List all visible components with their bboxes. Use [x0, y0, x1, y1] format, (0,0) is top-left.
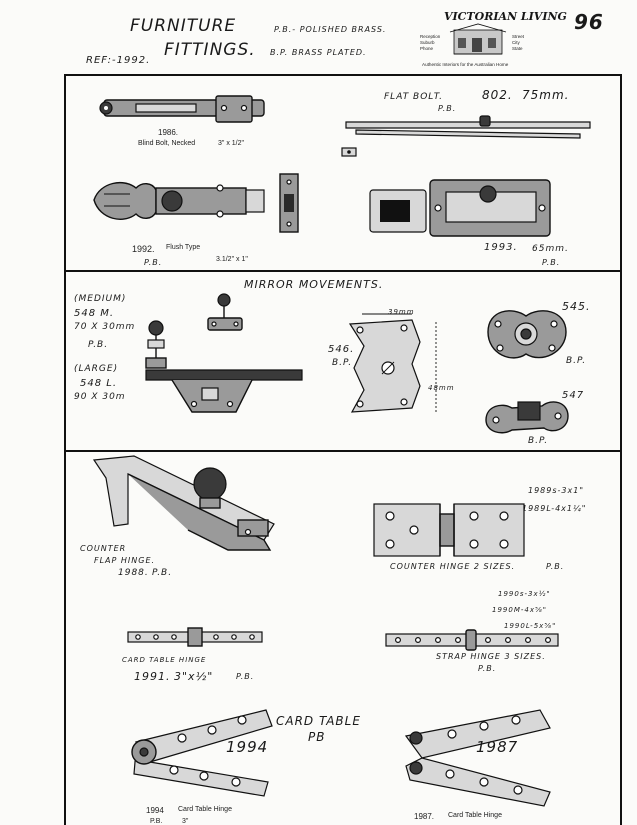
counter-hinge-drawing: [373, 503, 525, 557]
hinge-1994-large-code: 1994: [226, 738, 269, 756]
item-546-width: 39mm: [388, 308, 415, 316]
large-code: 548 L.: [80, 378, 118, 389]
card-table-hinge-1991-drawing: [127, 627, 263, 647]
size-1993: 65mm.: [532, 244, 569, 254]
code-1986: 1986.: [158, 128, 179, 137]
card-table-hinge-1991-finish: P.B.: [236, 672, 255, 681]
large-label: (LARGE): [74, 364, 119, 374]
svg-text:Phone: Phone: [420, 46, 434, 51]
svg-text:State: State: [512, 46, 523, 51]
item-546-height: 48mm: [428, 384, 455, 392]
flat-bolt-size: 75mm.: [522, 88, 570, 102]
card-table-hinge-1991-label: CARD TABLE HINGE: [122, 656, 207, 664]
hinge-1987-code: 1987.: [414, 812, 435, 821]
finish-key-pb: P.B.- POLISHED BRASS.: [274, 25, 387, 34]
code-1993: 1993.: [484, 242, 518, 253]
section-mirror-movements: MIRROR MOVEMENTS. (MEDIUM) 548 M. 70 X 3…: [64, 270, 622, 452]
card-table-title-line2: PB: [308, 730, 326, 744]
item-547-code: 547: [562, 390, 585, 401]
strap-hinge-label: STRAP HINGE 3 SIZES.: [436, 652, 546, 661]
item-546-drawing: [348, 313, 437, 413]
victorian-living-logo: VICTORIAN LIVING Reception Suburb Phone …: [420, 8, 567, 70]
svg-text:Reception: Reception: [420, 34, 441, 39]
item-546-finish: B.P.: [332, 358, 353, 368]
blind-bolt-drawing: [99, 95, 265, 123]
counter-flap-code: 1988.: [118, 568, 149, 578]
counter-hinge-label: COUNTER HINGE 2 SIZES.: [390, 562, 516, 571]
counter-flap-hinge-drawing: [92, 455, 275, 551]
svg-text:City: City: [512, 40, 520, 45]
strap-hinge-size-l: 1990L-5x⅝": [504, 622, 557, 630]
section-bolts: 1986. Blind Bolt, Necked 3" x 1/2" FLAT …: [64, 74, 622, 272]
title-line2: FITTINGS.: [164, 40, 256, 60]
size-1992: 3.1/2" x 1": [216, 256, 248, 263]
counter-flap-line1: COUNTER: [80, 544, 127, 553]
hinge-1987-desc: Card Table Hinge: [448, 812, 502, 819]
strap-hinge-size-s: 1990s-3x½": [498, 590, 551, 598]
desc-1992: Flush Type: [166, 244, 201, 251]
page-number: 96: [574, 10, 604, 34]
desc-1986: Blind Bolt, Necked: [138, 140, 196, 147]
mirror-movement-548-drawing: [145, 293, 303, 413]
item-547-finish: B.P.: [528, 436, 549, 446]
hinge-1994-finish: P.B.: [150, 818, 163, 825]
item-545-finish: B.P.: [566, 356, 587, 366]
item-546-code: 546.: [328, 344, 355, 355]
svg-text:Suburb: Suburb: [420, 40, 435, 45]
finish-1993: P.B.: [542, 258, 561, 267]
flat-bolt-code: 802.: [482, 88, 513, 102]
card-table-hinge-1991-size: 3"x½": [174, 670, 214, 683]
logo-brand: VICTORIAN LIVING: [444, 10, 567, 23]
hinge-1994-size: 3": [182, 818, 189, 825]
section-hinges-right-edge: [620, 452, 622, 825]
flush-bolt-drawing: [93, 173, 299, 233]
counter-hinge-finish: P.B.: [546, 562, 565, 571]
medium-size: 70 X 30mm: [74, 322, 136, 332]
strap-hinge-drawing: [385, 629, 559, 651]
code-1992: 1992.: [132, 244, 155, 254]
counter-hinge-size-l: 1989L-4x1¼": [522, 504, 587, 513]
svg-text:Street: Street: [512, 34, 525, 39]
logo-tagline: Authentic Interiors for the Australian H…: [422, 62, 509, 67]
size-1986: 3" x 1/2": [218, 140, 244, 147]
hinge-1994-code: 1994: [146, 806, 164, 815]
medium-label: (MEDIUM): [74, 294, 127, 304]
mirror-movements-title: MIRROR MOVEMENTS.: [244, 278, 384, 291]
counter-flap-line2: FLAP HINGE.: [94, 556, 156, 565]
medium-finish: P.B.: [88, 340, 109, 350]
card-table-hinge-1987-drawing: [404, 709, 551, 807]
counter-flap-finish: P.B.: [152, 568, 173, 578]
card-table-title-line1: CARD TABLE: [276, 714, 361, 728]
item-545-drawing: [487, 310, 567, 359]
finish-1992: P.B.: [144, 258, 163, 267]
flat-bolt-finish: P.B.: [438, 104, 457, 113]
reference-number: REF:-1992.: [86, 55, 151, 66]
finish-key-bp: B.P. BRASS PLATED.: [270, 48, 367, 57]
item-545-code: 545.: [562, 300, 591, 313]
large-size: 90 X 30m: [74, 392, 126, 402]
bolt-1993-drawing: [369, 179, 551, 237]
flat-bolt-drawing: [341, 115, 591, 157]
medium-code: 548 M.: [74, 308, 115, 319]
hinge-1994-desc: Card Table Hinge: [178, 806, 232, 813]
section-hinges: [64, 452, 66, 825]
house-icon: Reception Suburb Phone Street City State: [420, 23, 525, 55]
flat-bolt-label: FLAT BOLT.: [384, 92, 444, 102]
card-table-hinge-1991-code: 1991.: [134, 670, 171, 683]
strap-hinge-finish: P.B.: [478, 664, 497, 673]
card-table-hinge-1994-drawing: [131, 709, 273, 797]
title-line1: FURNITURE: [130, 16, 237, 36]
hinge-1987-large-code: 1987: [476, 738, 519, 756]
counter-hinge-size-s: 1989s-3x1": [528, 486, 585, 495]
strap-hinge-size-m: 1990M-4x⅝": [492, 606, 547, 614]
item-547-drawing: [485, 401, 569, 434]
